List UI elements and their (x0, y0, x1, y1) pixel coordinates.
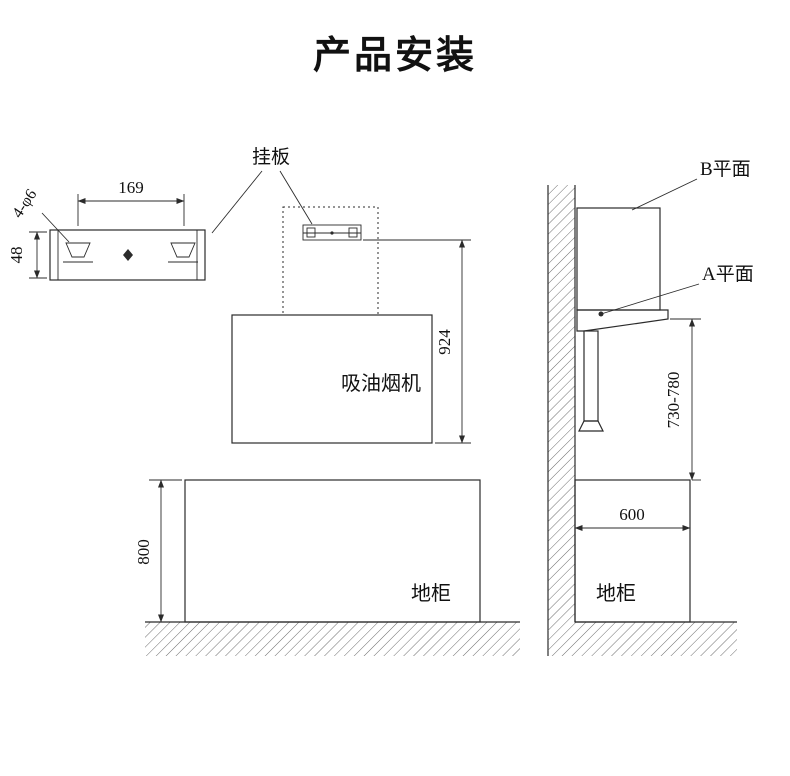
mounting-area-dotted-outline (282, 206, 379, 316)
hood-to-cabinet-range-dim: 730-780 (664, 372, 683, 429)
cabinet-left-label: 地柜 (411, 582, 451, 605)
plane-a-label: A平面 (702, 264, 754, 285)
dimension-800: 800 (134, 479, 182, 623)
cabinet-height-dim: 800 (134, 539, 153, 565)
bracket-detail-drawing (49, 229, 206, 281)
dimension-48: 48 (7, 231, 47, 279)
plane-b-label: B平面 (700, 159, 751, 180)
hood-front-view: 吸油烟机 (231, 314, 433, 444)
cabinet-left: 地柜 (184, 479, 481, 623)
bracket-height-dim: 48 (7, 247, 26, 264)
dimension-924: 924 (363, 239, 471, 444)
page-title: 产品安装 (312, 35, 477, 77)
bracket-width-dim: 169 (118, 178, 144, 197)
cabinet-depth-dim: 600 (619, 505, 645, 524)
dimension-600: 600 (574, 505, 691, 532)
hanging-plate-callout: 挂板 (211, 146, 313, 234)
hood-label: 吸油烟机 (341, 372, 421, 395)
hanging-plate-label: 挂板 (252, 146, 290, 168)
bracket-to-hood-bottom-dim: 924 (435, 329, 454, 355)
dimension-169: 169 (77, 178, 185, 226)
dimension-730-780: 730-780 (664, 318, 701, 481)
hood-side-view (576, 207, 669, 432)
holes-callout: 4-φ6 (9, 186, 70, 243)
plane-b-callout: B平面 (631, 159, 751, 211)
center-mark-diamond (123, 249, 133, 261)
plane-a-callout: A平面 (598, 264, 754, 317)
wall-section (547, 185, 576, 656)
ground-left (145, 621, 520, 656)
cabinet-right: 地柜 (574, 479, 691, 623)
ground-right (548, 621, 737, 656)
cabinet-right-label: 地柜 (596, 582, 636, 605)
holes-label: 4-φ6 (9, 186, 40, 221)
